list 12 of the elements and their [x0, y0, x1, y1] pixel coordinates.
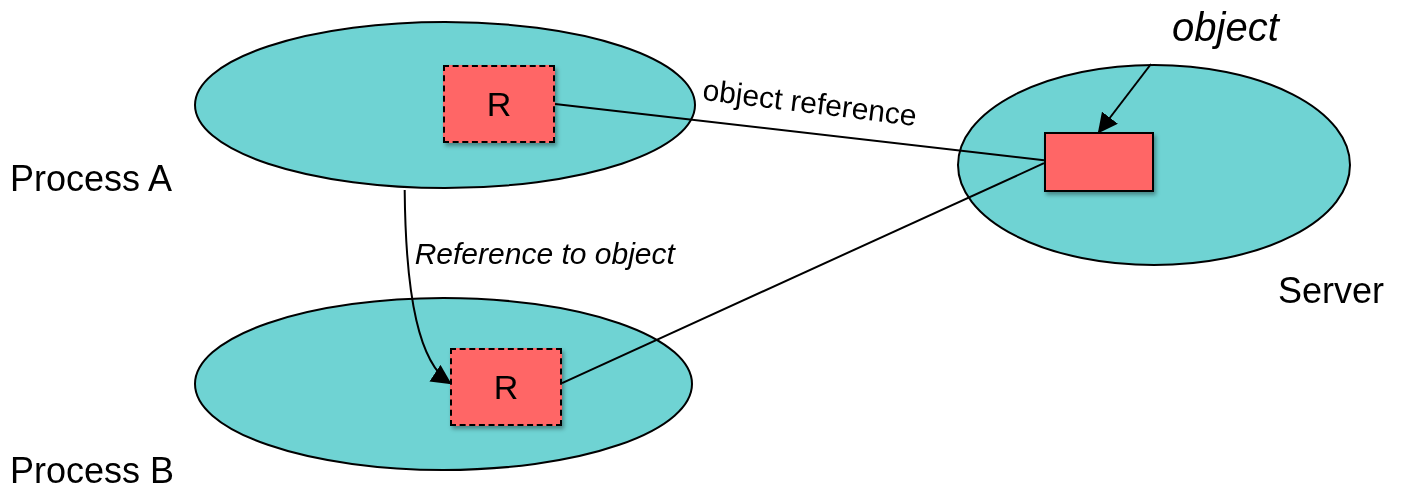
- process-label: Process A: [10, 158, 173, 200]
- arrow: [403, 189, 452, 385]
- edge-label: object reference: [701, 73, 919, 132]
- object-label: object: [1172, 4, 1312, 54]
- object-box: [1044, 132, 1154, 192]
- connector-line: [554, 103, 1045, 162]
- leader-arrow: [1097, 63, 1152, 134]
- process-label: Server: [1278, 270, 1385, 312]
- reference-box: R: [450, 348, 562, 426]
- process-label: Process B: [10, 450, 175, 492]
- connector-line: [561, 162, 1045, 385]
- reference-box: R: [443, 65, 555, 143]
